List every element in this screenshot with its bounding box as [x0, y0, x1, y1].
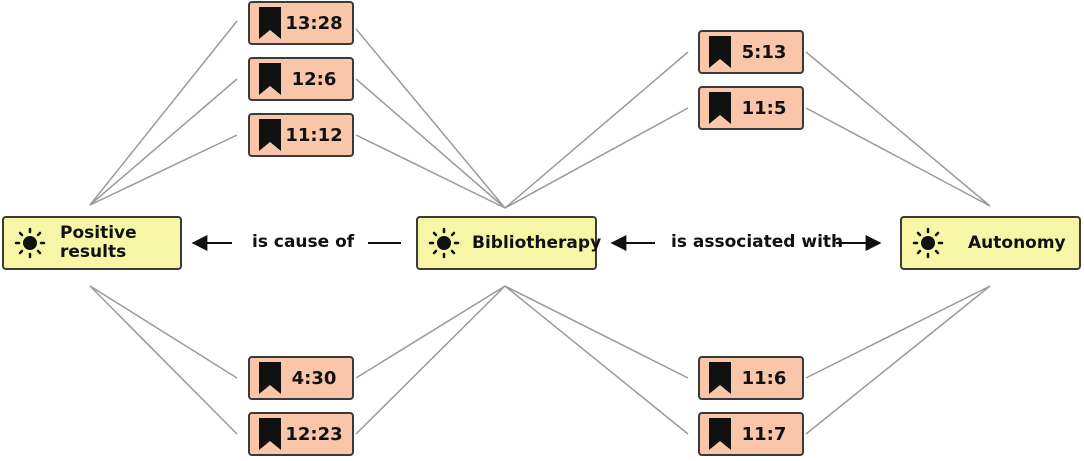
link-line [89, 134, 238, 206]
concept-positive-results[interactable]: Positive results [2, 216, 182, 270]
quotation-5-13[interactable]: 5:13 [698, 30, 804, 74]
quotation-label: 12:23 [285, 423, 343, 445]
link-line [89, 285, 238, 435]
concept-label: Bibliotherapy [472, 232, 602, 253]
concept-label: Autonomy [968, 232, 1066, 253]
quotation-11-12[interactable]: 11:12 [248, 113, 354, 157]
sun-icon [912, 227, 944, 259]
link-line [355, 134, 506, 209]
quotation-12-6[interactable]: 12:6 [248, 57, 354, 101]
link-line [504, 51, 689, 209]
link-line [89, 285, 238, 379]
sun-icon [14, 227, 46, 259]
concept-bibliotherapy[interactable]: Bibliotherapy [416, 216, 601, 270]
link-line [805, 51, 991, 207]
quotation-label: 13:28 [285, 12, 343, 34]
quotation-label: 11:6 [741, 367, 787, 389]
quotation-12-23[interactable]: 12:23 [248, 412, 354, 456]
link-line [504, 285, 689, 379]
quotation-4-30[interactable]: 4:30 [248, 356, 354, 400]
quotation-label: 11:7 [741, 423, 787, 445]
link-line [89, 20, 238, 206]
link-line [355, 285, 506, 435]
quotation-label: 4:30 [291, 367, 337, 389]
quotation-13-28[interactable]: 13:28 [248, 1, 354, 45]
quotation-11-7[interactable]: 11:7 [698, 412, 804, 456]
concept-label-line2: results [60, 242, 127, 262]
link-line [805, 285, 991, 435]
link-line [805, 107, 991, 207]
bookmark-icon [259, 119, 281, 151]
quotation-label: 11:5 [741, 97, 787, 119]
quotation-label: 12:6 [291, 68, 337, 90]
concept-autonomy[interactable]: Autonomy [900, 216, 1081, 270]
bookmark-icon [259, 63, 281, 95]
link-line [805, 285, 991, 379]
link-line [355, 285, 506, 379]
concept-label-line1: Positive [60, 223, 137, 243]
bookmark-icon [259, 362, 281, 394]
bookmark-icon [709, 92, 731, 124]
link-line [355, 28, 506, 209]
relation-label-cause: is cause of [252, 232, 355, 252]
quotation-11-5[interactable]: 11:5 [698, 86, 804, 130]
bookmark-icon [709, 418, 731, 450]
concept-label: Positive results [60, 224, 137, 262]
link-line [504, 107, 689, 209]
quotation-label: 5:13 [741, 41, 787, 63]
relation-label-associated: is associated with [671, 232, 844, 252]
bookmark-icon [259, 418, 281, 450]
sun-icon [428, 227, 460, 259]
bookmark-icon [259, 7, 281, 39]
quotation-11-6[interactable]: 11:6 [698, 356, 804, 400]
quotation-label: 11:12 [285, 124, 343, 146]
link-line [89, 78, 238, 206]
link-line [504, 285, 689, 435]
link-line [355, 78, 506, 209]
bookmark-icon [709, 36, 731, 68]
bookmark-icon [709, 362, 731, 394]
